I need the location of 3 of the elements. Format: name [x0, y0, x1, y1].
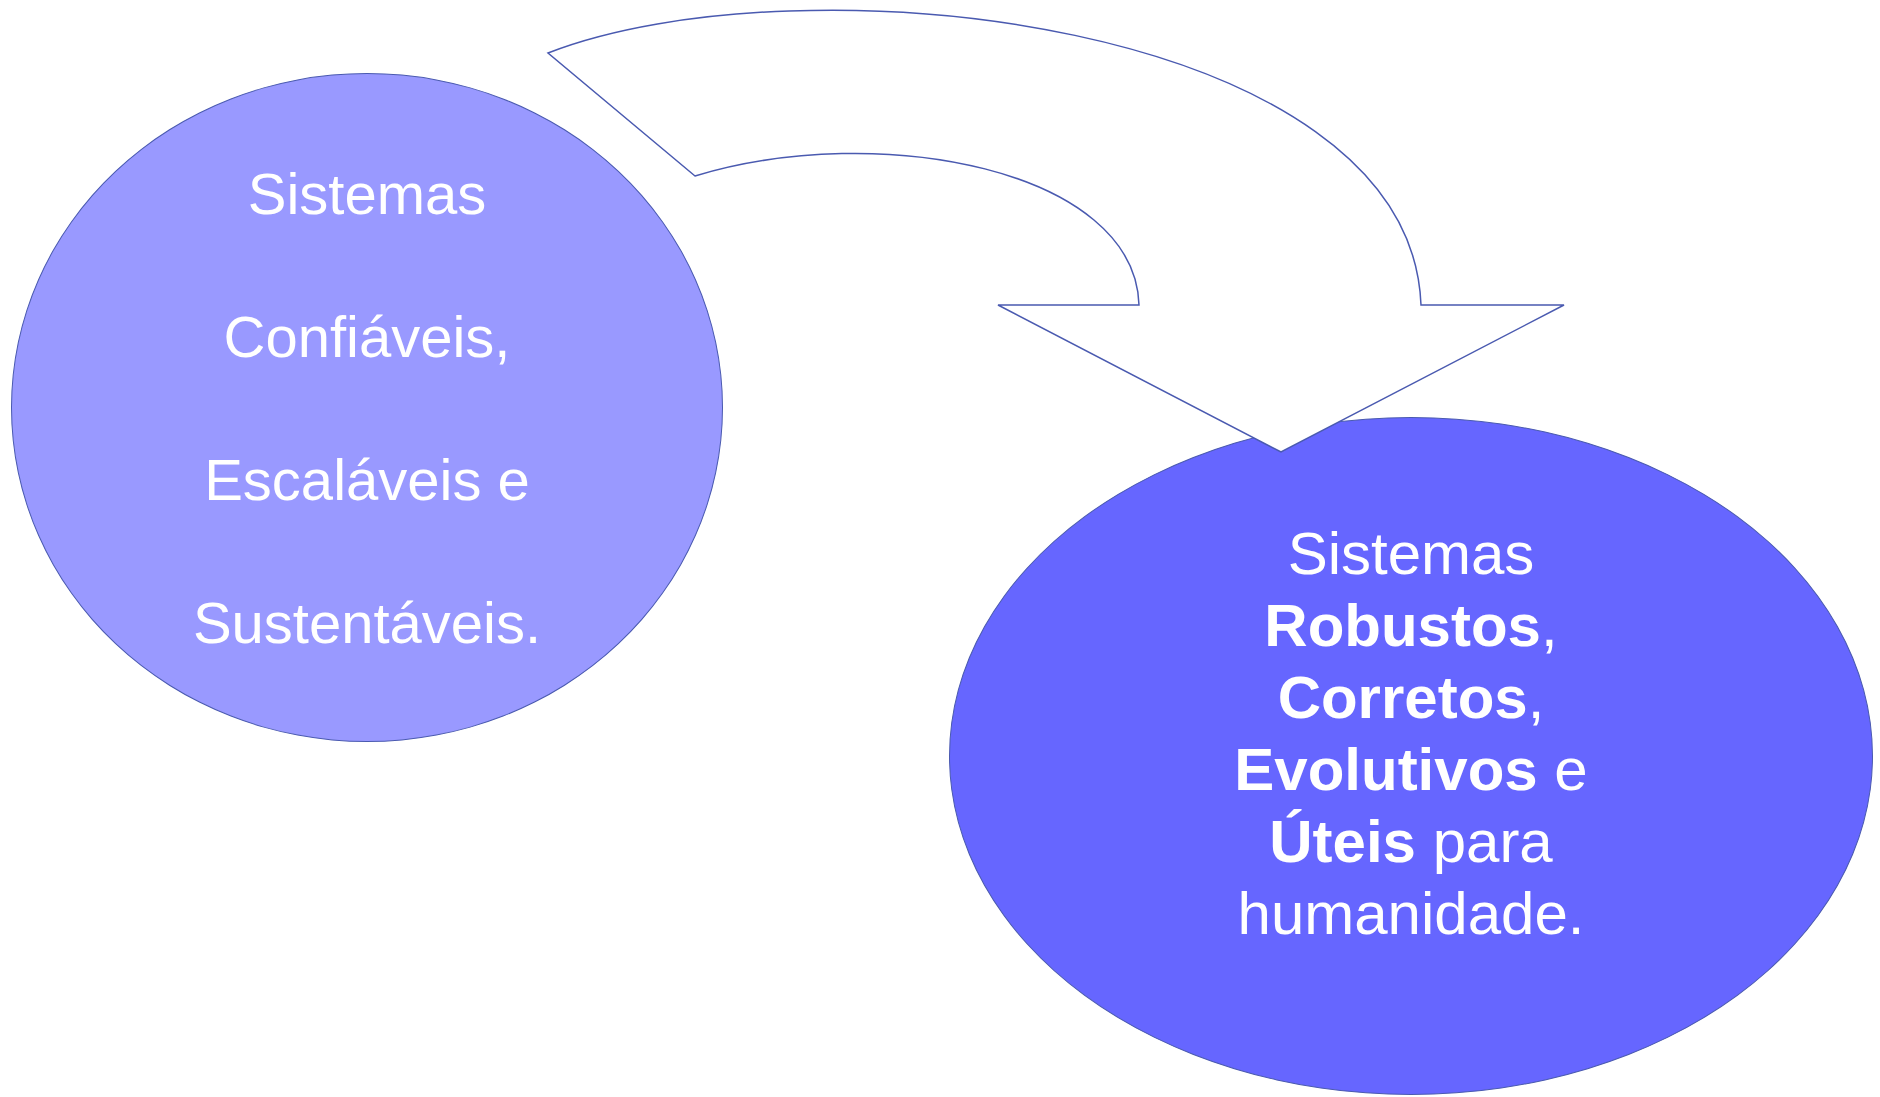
- node-text: Sistemas Confiáveis, Escaláveis e Sustentáveis.: [191, 159, 543, 657]
- node-text: Sistemas Robustos, Corretos, Evolutivos e Úteis para humanidade.: [1233, 519, 1589, 949]
- curved-block-arrow: [547, 10, 1565, 453]
